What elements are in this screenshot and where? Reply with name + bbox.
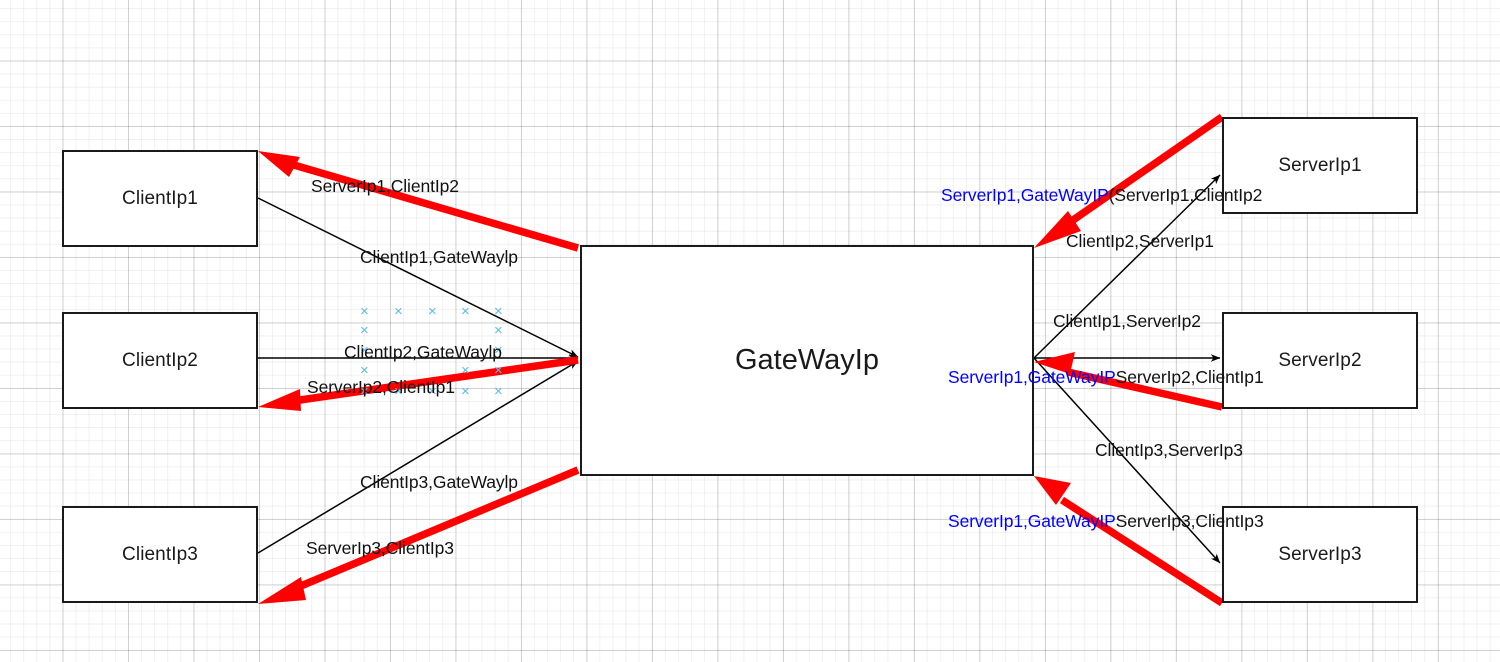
node-client1[interactable]: ClientIp1 xyxy=(62,150,258,247)
label-server3-row-blue: ServerIp1,GateWayIP xyxy=(948,511,1116,531)
node-server1[interactable]: ServerIp1 xyxy=(1222,117,1418,214)
label-gateway-to-server2: ClientIp1,ServerIp2 xyxy=(1053,311,1201,331)
edge-server2-to-gateway-red xyxy=(1034,352,1223,411)
node-client3[interactable]: ClientIp3 xyxy=(62,506,258,603)
edge-gateway-to-client1-red xyxy=(258,151,580,252)
label-gateway-to-server1: ClientIp2,ServerIp1 xyxy=(1066,231,1214,251)
node-client2-label: ClientIp2 xyxy=(122,349,198,371)
edge-server3-to-gateway-red xyxy=(1034,476,1225,607)
node-client1-label: ClientIp1 xyxy=(122,187,198,209)
x-mark: × xyxy=(494,303,503,320)
edge-gateway-to-client3-red xyxy=(258,466,580,604)
node-client2[interactable]: ClientIp2 xyxy=(62,312,258,409)
edge-gateway-to-server3 xyxy=(1033,357,1221,564)
edge-client1-to-gateway xyxy=(257,197,579,358)
label-server2-row-blue: ServerIp1,GateWayIP xyxy=(948,367,1116,387)
edge-client3-to-gateway xyxy=(257,360,579,554)
x-mark: × xyxy=(360,362,369,379)
x-mark: × xyxy=(360,383,369,400)
edge-server1-to-gateway-red xyxy=(1034,113,1225,248)
node-server3[interactable]: ServerIp3 xyxy=(1222,506,1418,603)
label-gateway-to-client3: ServerIp3,ClientIp3 xyxy=(306,538,454,558)
node-server2-label: ServerIp2 xyxy=(1278,349,1362,371)
label-gateway-to-client1: ServerIp1,ClientIp2 xyxy=(311,176,459,196)
node-server2[interactable]: ServerIp2 xyxy=(1222,312,1418,409)
node-server3-label: ServerIp3 xyxy=(1278,543,1362,565)
x-mark: × xyxy=(428,303,437,320)
x-mark: × xyxy=(494,322,503,339)
x-mark: × xyxy=(394,303,403,320)
label-server1-row-blue: ServerIp1,GateWayIP xyxy=(941,185,1109,205)
x-mark: × xyxy=(461,383,470,400)
label-client2-to-gateway: ClientIp2,GateWaylp xyxy=(344,342,502,362)
edge-gateway-to-client2-red xyxy=(258,356,579,411)
node-gateway-label: GateWayIp xyxy=(735,344,879,376)
label-server2-row: ServerIp1,GateWayIPServerIp2,ClientIp1 xyxy=(948,367,1264,388)
node-client3-label: ClientIp3 xyxy=(122,543,198,565)
x-mark: × xyxy=(494,362,503,379)
label-gateway-to-client2: ServerIp2,ClientIp1 xyxy=(307,377,455,397)
x-mark: × xyxy=(461,362,470,379)
x-mark: × xyxy=(394,383,403,400)
x-mark: × xyxy=(494,342,503,359)
x-mark: × xyxy=(360,342,369,359)
edge-gateway-to-server1 xyxy=(1033,174,1221,359)
label-client3-to-gateway: ClientIp3,GateWaylp xyxy=(360,472,518,492)
label-server3-row: ServerIp1,GateWayIPServerIp3,ClientIp3 xyxy=(948,511,1264,532)
x-mark: × xyxy=(360,322,369,339)
label-server2-row-black: ServerIp2,ClientIp1 xyxy=(1115,367,1264,387)
x-mark: × xyxy=(360,303,369,320)
label-server1-row-black: (ServerIp1,ClientIp2 xyxy=(1108,185,1263,205)
label-server1-row: ServerIp1,GateWayIP(ServerIp1,ClientIp2 xyxy=(941,185,1262,206)
label-client1-to-gateway: ClientIp1,GateWaylp xyxy=(360,247,518,267)
x-mark: × xyxy=(461,303,470,320)
label-server3-row-black: ServerIp3,ClientIp3 xyxy=(1115,511,1264,531)
label-gateway-to-server3: ClientIp3,ServerIp3 xyxy=(1095,440,1243,460)
node-server1-label: ServerIp1 xyxy=(1278,154,1362,176)
node-gateway[interactable]: GateWayIp xyxy=(580,245,1034,476)
x-mark: × xyxy=(428,383,437,400)
x-mark: × xyxy=(494,383,503,400)
